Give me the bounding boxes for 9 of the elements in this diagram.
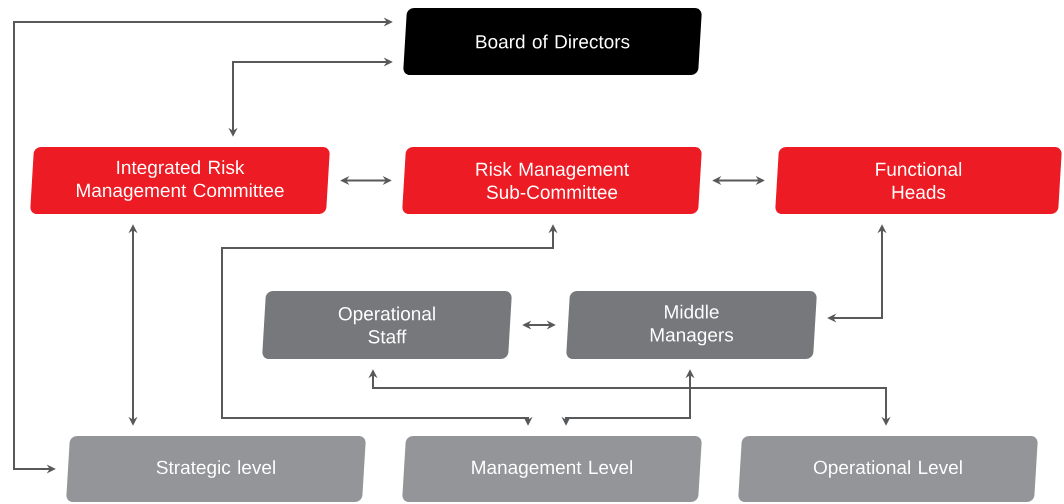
level-box: Operational Level [738, 436, 1038, 502]
board-box: Board of Directors [403, 8, 702, 75]
staff-box: Middle Managers [566, 291, 817, 359]
committee-box: Integrated Risk Management Committee [30, 147, 330, 214]
level-box: Strategic level [66, 436, 366, 502]
committee-box: Functional Heads [775, 147, 1062, 214]
committee-box: Risk Management Sub-Committee [402, 147, 702, 214]
staff-box: Operational Staff [262, 291, 512, 359]
level-box: Management Level [402, 436, 702, 502]
